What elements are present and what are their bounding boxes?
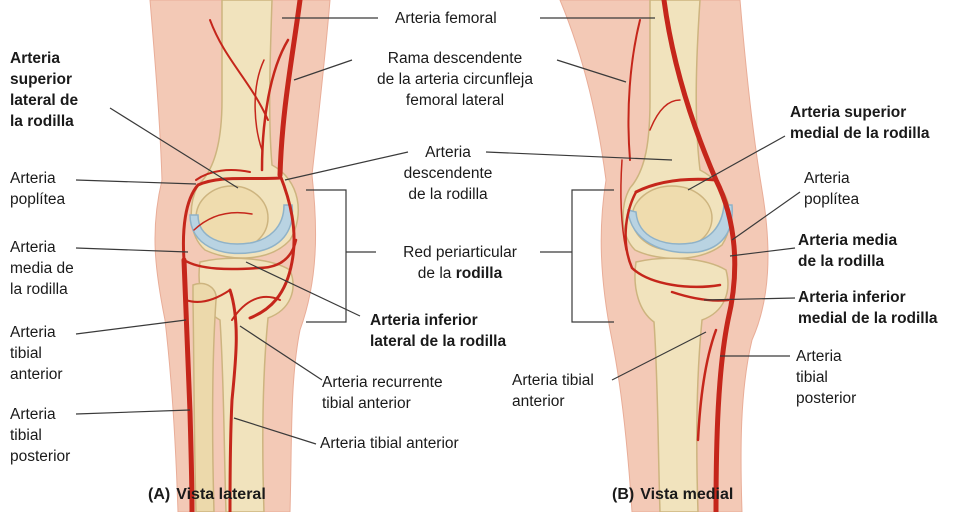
label-arteria-tibial-posterior-lateral: Arteria tibial posterior xyxy=(10,404,70,467)
label-arteria-tibial-anterior-lateral: Arteria tibial anterior xyxy=(10,322,63,385)
label-arteria-superior-lateral: Arteria superior lateral de la rodilla xyxy=(10,48,78,132)
lateral-fibula xyxy=(193,283,216,512)
label-arteria-recurrente: Arteria recurrente tibial anterior xyxy=(322,372,443,414)
label-arteria-inferior-medial: Arteria inferior medial de la rodilla xyxy=(798,287,938,329)
label-arteria-tibial-anterior-bottom: Arteria tibial anterior xyxy=(320,433,459,454)
label-arteria-poplitea-lateral: Arteria poplítea xyxy=(10,168,65,210)
caption-b-letter: (B) xyxy=(612,486,634,503)
caption-b-text: Vista medial xyxy=(640,486,733,503)
caption-a-text: Vista lateral xyxy=(176,486,266,503)
label-red-periarticular: Red periarticular de la rodilla xyxy=(378,242,542,284)
medial-view-leg xyxy=(560,0,768,512)
label-arteria-tibial-posterior-medial: Arteria tibial posterior xyxy=(796,346,856,409)
label-arteria-media-lateral: Arteria media de la rodilla xyxy=(10,237,74,300)
label-arteria-inferior-lateral: Arteria inferior lateral de la rodilla xyxy=(370,310,506,352)
label-arteria-superior-medial: Arteria superior medial de la rodilla xyxy=(790,102,930,144)
caption-a-letter: (A) xyxy=(148,486,170,503)
caption-vista-lateral: (A) Vista lateral xyxy=(148,486,266,504)
label-arteria-media-medial: Arteria media de la rodilla xyxy=(798,230,897,272)
label-arteria-femoral: Arteria femoral xyxy=(395,8,497,29)
caption-vista-medial: (B) Vista medial xyxy=(612,486,733,504)
label-arteria-descendente: Arteria descendente de la rodilla xyxy=(380,142,516,205)
label-arteria-poplitea-medial: Arteria poplítea xyxy=(804,168,859,210)
label-rama-descendente: Rama descendente de la arteria circunfle… xyxy=(352,48,558,111)
label-arteria-tibial-anterior-medial: Arteria tibial anterior xyxy=(512,370,594,412)
red-periarticular-bold: rodilla xyxy=(456,265,503,282)
